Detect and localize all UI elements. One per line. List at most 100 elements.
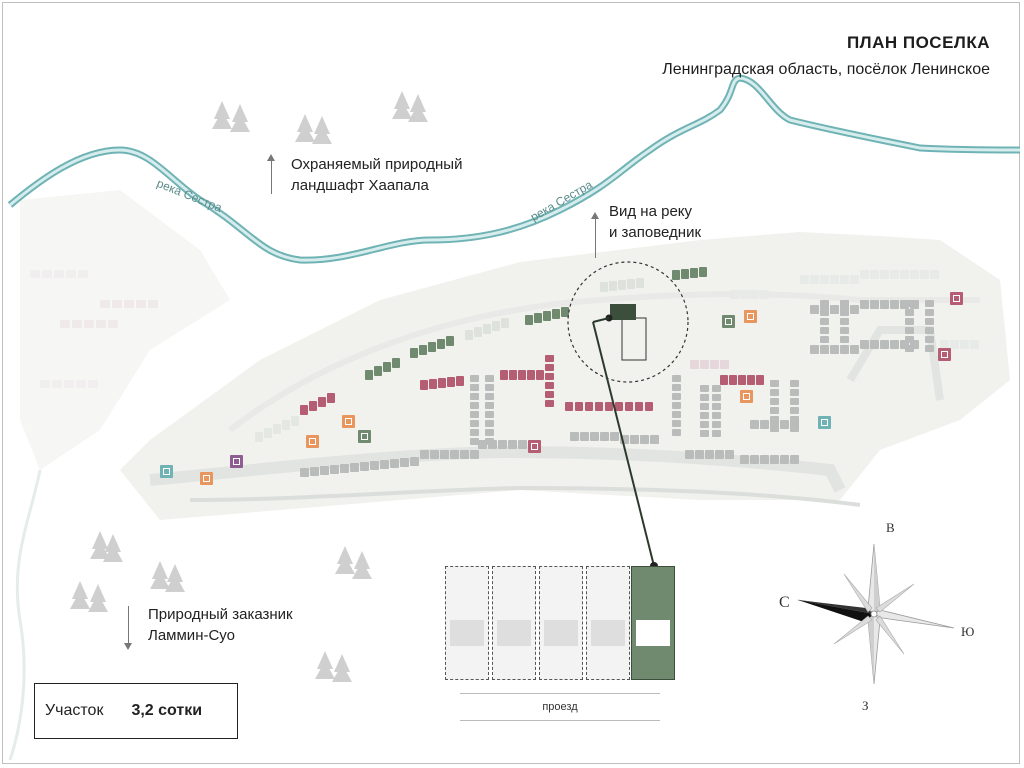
house: [756, 375, 764, 385]
house: [780, 420, 789, 429]
facility-icon: [306, 435, 319, 448]
facility-icon: [528, 440, 541, 453]
house: [273, 424, 281, 434]
house: [534, 313, 542, 323]
road-line-bottom: [460, 720, 660, 721]
house: [300, 405, 308, 415]
tree: [317, 651, 333, 669]
house: [770, 389, 779, 396]
house: [840, 275, 849, 284]
house: [485, 384, 494, 391]
house: [509, 370, 517, 380]
tree: [152, 561, 168, 579]
house: [66, 270, 76, 278]
house: [970, 340, 979, 349]
facility-icon-glyph: [361, 433, 368, 440]
house: [54, 270, 64, 278]
facility-icon-glyph: [309, 438, 316, 445]
house: [282, 420, 290, 430]
south-road: [189, 485, 861, 507]
compass-west: З: [862, 698, 869, 713]
house: [380, 460, 389, 469]
facility-icon-glyph: [163, 468, 170, 475]
house: [429, 379, 437, 389]
house: [390, 459, 399, 468]
house: [470, 384, 479, 391]
house: [500, 370, 508, 380]
house: [810, 305, 819, 314]
house: [712, 430, 721, 437]
house: [264, 428, 272, 438]
house: [600, 282, 608, 292]
lot-1[interactable]: [445, 566, 489, 680]
house: [420, 450, 429, 459]
house: [595, 402, 603, 411]
house: [580, 432, 589, 441]
house: [365, 370, 373, 380]
tree: [90, 541, 110, 559]
house: [830, 345, 839, 354]
river-sestra-core: [9, 76, 1021, 262]
plot-area-value: 3,2 сотки: [131, 702, 203, 719]
house: [672, 375, 681, 382]
facility-icon-glyph: [953, 295, 960, 302]
house: [456, 376, 464, 386]
house: [770, 398, 779, 405]
house-blocks: [30, 267, 979, 477]
house: [420, 380, 428, 390]
house: [470, 411, 479, 418]
house: [508, 440, 517, 449]
house: [148, 300, 158, 308]
house: [570, 432, 579, 441]
house: [72, 320, 82, 328]
house: [710, 360, 719, 369]
lot-3[interactable]: [539, 566, 583, 680]
house: [925, 345, 934, 352]
house: [630, 435, 639, 444]
house: [685, 450, 694, 459]
facility-icon-glyph: [747, 313, 754, 320]
house: [830, 305, 839, 314]
lot-2[interactable]: [492, 566, 536, 680]
house: [747, 375, 755, 385]
facility-icon: [358, 430, 371, 443]
house: [780, 455, 789, 464]
house: [545, 382, 554, 389]
house: [112, 300, 122, 308]
house: [392, 358, 400, 368]
house: [925, 309, 934, 316]
house: [900, 270, 909, 279]
house: [545, 364, 554, 371]
house: [672, 393, 681, 400]
house: [760, 290, 769, 299]
house: [374, 366, 382, 376]
facility-icon-glyph: [743, 393, 750, 400]
house: [730, 290, 739, 299]
house: [527, 370, 535, 380]
tree: [230, 114, 250, 132]
house: [485, 402, 494, 409]
house: [470, 393, 479, 400]
plot-label: Участок: [45, 702, 104, 719]
tree: [212, 111, 232, 129]
lot-house-selected: [636, 620, 670, 646]
house: [700, 403, 709, 410]
house: [470, 429, 479, 436]
house: [940, 340, 949, 349]
house: [850, 275, 859, 284]
lot-4[interactable]: [586, 566, 630, 680]
lot-selected[interactable]: [631, 566, 675, 680]
house: [725, 450, 734, 459]
house: [930, 270, 939, 279]
house: [470, 375, 479, 382]
compass-east: В: [886, 520, 895, 535]
house: [124, 300, 134, 308]
house: [470, 420, 479, 427]
north-road: [228, 291, 980, 433]
tree: [105, 534, 121, 552]
facility-icons: [160, 292, 963, 485]
house: [850, 345, 859, 354]
house: [681, 269, 689, 279]
house: [890, 340, 899, 349]
house: [485, 438, 494, 445]
